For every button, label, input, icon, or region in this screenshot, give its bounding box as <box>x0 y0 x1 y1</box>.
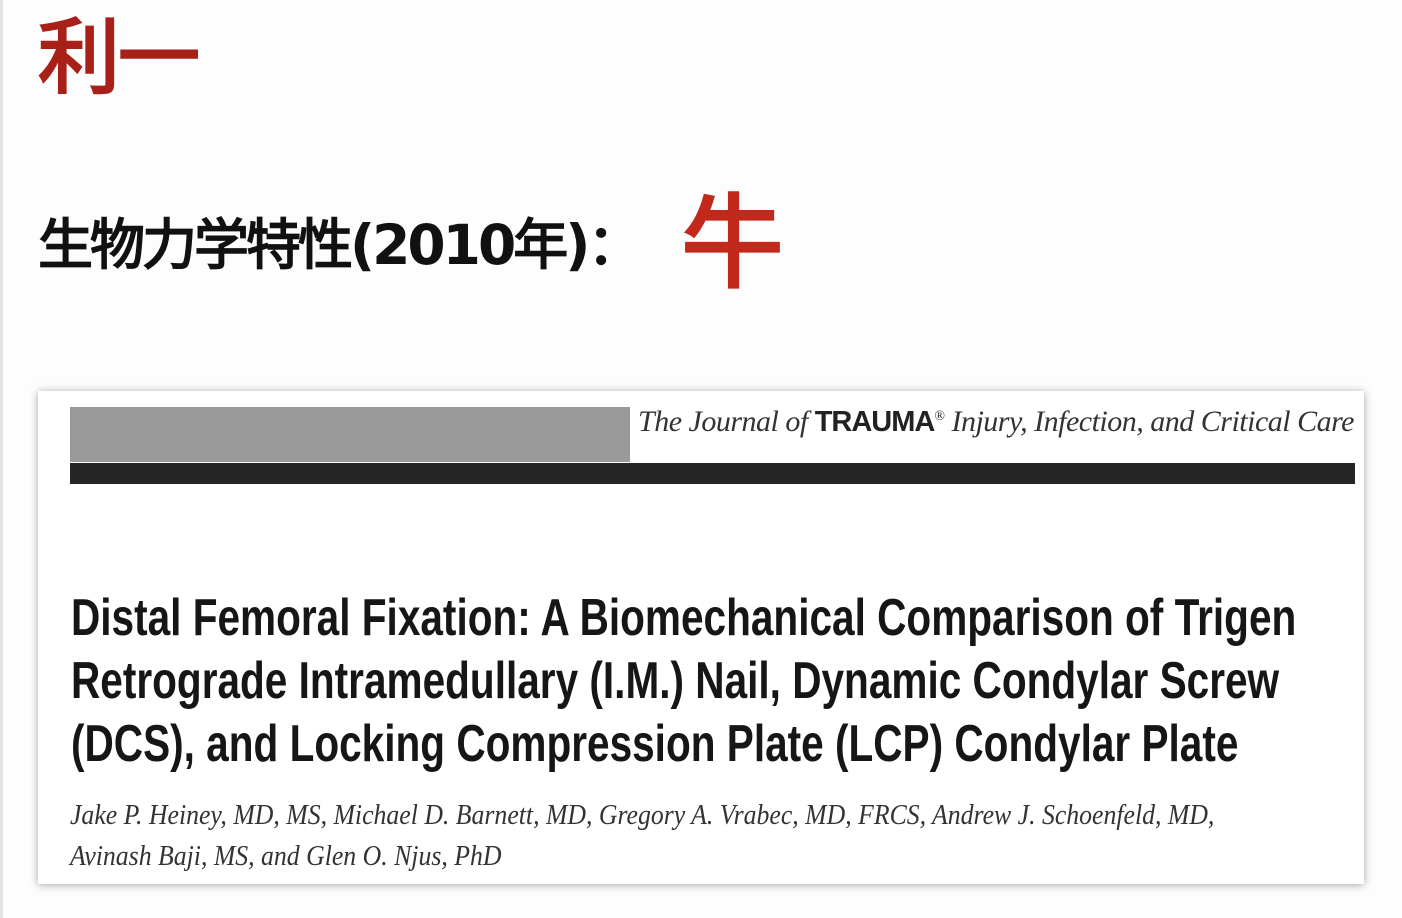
article-title-line: (DCS), and Locking Compression Plate (LC… <box>71 715 1239 773</box>
article-title-line: Retrograde Intramedullary (I.M.) Nail, D… <box>71 652 1280 710</box>
journal-brand: TRAUMA <box>814 406 936 438</box>
registered-mark: ® <box>934 409 945 424</box>
journal-name: The Journal of TRAUMA® Injury, Infection… <box>638 405 1354 439</box>
slide-left-edge <box>0 0 3 918</box>
paper-screenshot: The Journal of TRAUMA® Injury, Infection… <box>38 391 1364 884</box>
author-list: Jake P. Heiney, MD, MS, Michael D. Barne… <box>70 795 1214 877</box>
journal-prefix: The Journal of <box>638 405 815 438</box>
author-line: Jake P. Heiney, MD, MS, Michael D. Barne… <box>70 800 1215 831</box>
journal-header-gray-bar <box>70 407 630 462</box>
subtitle-text: 生物力学特性(2010年)： <box>38 212 642 277</box>
journal-header-black-bar <box>70 463 1355 484</box>
article-title: Distal Femoral Fixation: A Biomechanical… <box>71 587 1297 776</box>
article-title-line: Distal Femoral Fixation: A Biomechanical… <box>71 589 1297 647</box>
subtitle-row: 生物力学特性(2010年)： 牛 <box>38 185 783 305</box>
author-line: Avinash Baji, MS, and Glen O. Njus, PhD <box>70 841 502 872</box>
journal-suffix: Injury, Infection, and Critical Care <box>944 405 1354 438</box>
verdict-text: 牛 <box>681 185 784 304</box>
slide-title: 利一 <box>38 11 200 106</box>
